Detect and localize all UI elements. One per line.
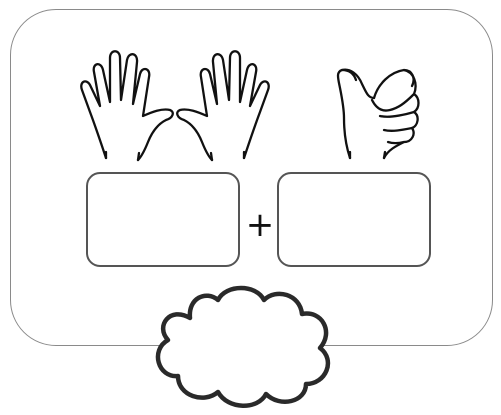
thumbs-up-hand-icon <box>336 68 420 160</box>
open-hand-right-icon <box>176 50 270 162</box>
answer-value[interactable] <box>200 330 300 370</box>
answer-cloud-icon <box>155 285 331 408</box>
open-hand-left-icon <box>80 50 174 162</box>
plus-sign: + <box>245 205 275 245</box>
first-addend-box[interactable] <box>86 172 240 267</box>
second-addend-box[interactable] <box>277 172 431 267</box>
